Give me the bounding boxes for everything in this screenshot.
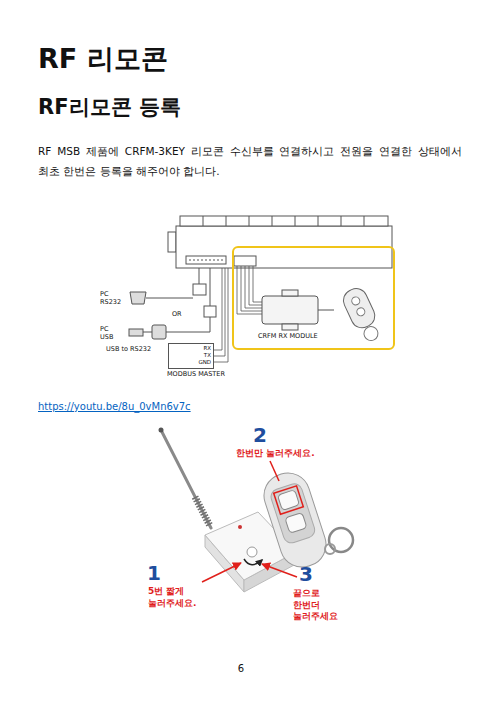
pin-name: RX	[198, 345, 211, 352]
page-title: RF 리모콘	[38, 42, 168, 76]
pin-name: TX	[198, 352, 211, 359]
callout-note: 끝으로 한번더 눌러주세요	[293, 588, 339, 623]
converter-cable	[166, 317, 210, 332]
highlight-box	[274, 486, 304, 514]
remote-drawing	[340, 285, 385, 345]
modbus-master-box: RXTXGNDMODBUS MASTER	[168, 343, 214, 369]
leader-line	[262, 564, 297, 577]
learn-button	[247, 547, 257, 557]
module-ear	[282, 290, 298, 296]
remote-body	[258, 467, 331, 573]
rx-module-drawing	[262, 290, 334, 330]
press-arrow	[244, 559, 262, 565]
port-label: PC RS232	[100, 291, 122, 307]
antenna-tip	[159, 428, 164, 433]
callout-number: 2	[253, 423, 267, 448]
terminal-dividers	[203, 216, 364, 226]
rx-module-region: CRFM RX MODULE	[232, 246, 395, 350]
db9-connector	[130, 292, 146, 304]
remote-photo	[258, 467, 331, 573]
pin-header	[186, 256, 226, 264]
module-wires	[237, 266, 262, 314]
key-ring-loop	[325, 544, 335, 554]
module-ear	[282, 324, 298, 330]
terminal-strip	[180, 216, 388, 226]
antenna-rod	[162, 432, 211, 528]
section-heading: RF리모콘 등록	[38, 94, 181, 120]
callout-note: 5번 짧게 눌러주세요.	[148, 586, 204, 609]
remote-button	[350, 296, 361, 307]
key-ring	[329, 528, 353, 552]
callout-number: 3	[299, 562, 313, 587]
usb-converter	[152, 325, 166, 339]
module-body	[262, 296, 318, 324]
port-label: OR	[172, 310, 182, 318]
rs232-cable	[146, 298, 193, 299]
port-wire	[199, 268, 200, 284]
remote-button	[285, 512, 307, 533]
port-connector	[204, 306, 216, 317]
body-paragraph: RF MSB 제품에 CRFM-3KEY 리모콘 수신부를 연결하시고 전원을 …	[38, 142, 462, 182]
port-label: PC USB	[100, 326, 122, 342]
status-led	[238, 525, 242, 529]
module-antenna	[318, 310, 334, 311]
rx-connector	[234, 256, 256, 266]
button-panel	[269, 482, 317, 545]
remote-body	[340, 285, 379, 331]
modbus-wires	[214, 268, 228, 362]
callout-note: 한번만 눌러주세요.	[236, 448, 315, 459]
module-label: CRFM RX MODULE	[258, 332, 318, 340]
board-tab	[168, 232, 176, 252]
pin-column: RXTXGND	[198, 345, 211, 366]
page-number: 6	[0, 663, 482, 676]
callout-number: 1	[147, 561, 161, 586]
usb-plug	[129, 329, 143, 336]
device-label: USB to RS232	[106, 345, 151, 353]
key-ring	[362, 324, 381, 343]
controller-board	[168, 216, 392, 268]
leader-line	[270, 461, 279, 481]
remote-button	[356, 306, 367, 317]
video-link: https://youtu.be/8u_0vMn6v7c	[38, 401, 191, 414]
port-connector	[193, 284, 206, 295]
port-wire	[210, 268, 211, 306]
device-label: MODBUS MASTER	[167, 370, 225, 378]
pin-name: GND	[198, 359, 211, 366]
leader-line	[202, 563, 241, 582]
pin-row	[189, 260, 223, 261]
remote-button	[277, 490, 299, 511]
usb-cable	[143, 332, 152, 333]
antenna-spring	[195, 497, 210, 526]
